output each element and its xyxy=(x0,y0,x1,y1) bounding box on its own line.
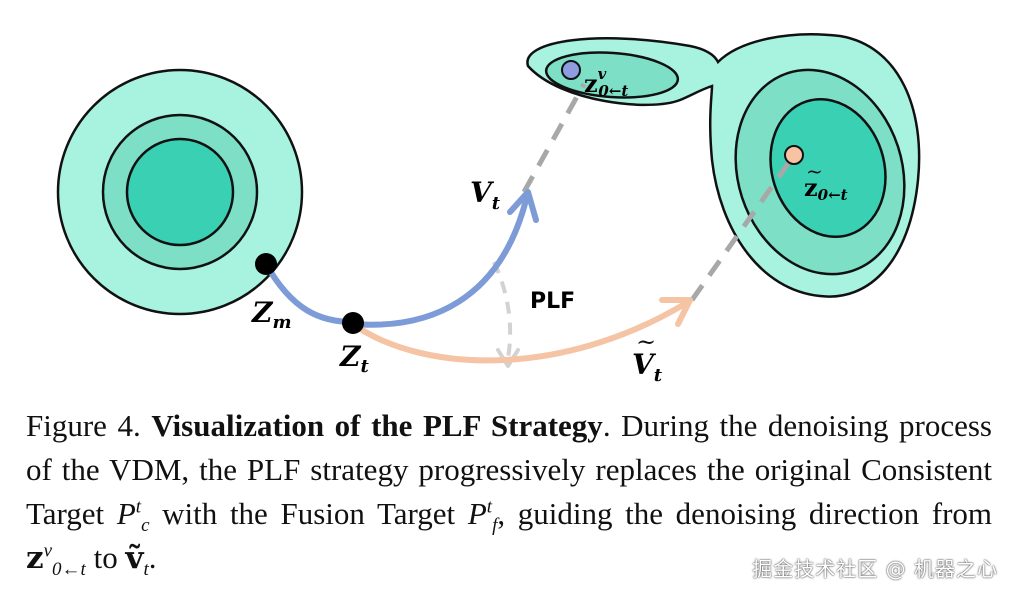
vt-dashed-extension xyxy=(521,82,587,194)
large-target-inner-ring xyxy=(769,97,887,239)
vt-path xyxy=(350,197,529,328)
fusion-target-symbol: Ptf xyxy=(467,496,498,537)
vt-tilde-mark: ~ xyxy=(636,328,656,356)
z0tilde-mark: ~ xyxy=(806,159,823,183)
target-distribution xyxy=(526,33,921,298)
caption-text-5: . xyxy=(148,540,157,575)
vt-tilde-label: Vt xyxy=(632,348,663,386)
z-symbol: zv0←t xyxy=(26,540,86,581)
vt-tilde-path xyxy=(350,299,691,364)
vt-arrowhead xyxy=(507,189,539,223)
zt-label: Zt xyxy=(339,340,369,377)
caption-title: Visualization of the PLF Strategy xyxy=(151,408,603,443)
zm-point xyxy=(255,253,277,275)
z0tilde-label: z0←t xyxy=(804,173,848,204)
plf-label: PLF xyxy=(530,289,575,314)
consistent-target-symbol: Ptc xyxy=(116,496,150,537)
z0v-point xyxy=(561,60,581,80)
plf-arc xyxy=(492,261,513,359)
watermark: 掘金技术社区 @ 机器之心 xyxy=(752,557,998,581)
vt-label: Vt xyxy=(470,176,501,214)
zt-point xyxy=(342,312,364,334)
caption-text-2: with the Fusion Target xyxy=(149,496,468,531)
figure-caption: Figure 4. Visualization of the PLF Strat… xyxy=(26,404,992,580)
plf-arc-arrowhead xyxy=(496,348,520,368)
v-symbol: ṽt xyxy=(125,540,149,581)
caption-text-1: . During the denoising process of the VD… xyxy=(26,408,993,531)
figure-label: Figure 4. xyxy=(26,408,141,443)
z0tilde-point xyxy=(784,145,804,165)
source-inner-ring xyxy=(125,137,235,247)
zm-label: Zm xyxy=(251,296,292,333)
small-target-ring xyxy=(544,51,680,99)
caption-text-4: to xyxy=(85,540,126,575)
caption-text-3: , guiding the denoising direction from xyxy=(497,496,993,531)
vt-tilde-arrowhead xyxy=(659,297,693,327)
source-distribution xyxy=(56,68,304,316)
